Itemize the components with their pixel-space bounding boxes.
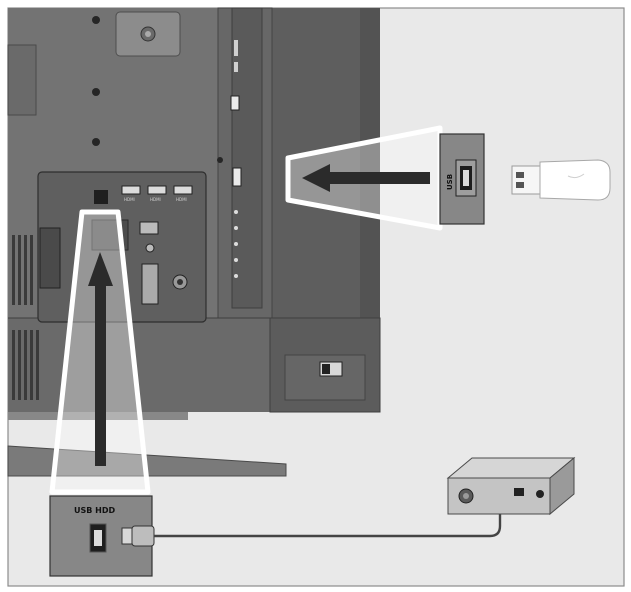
hdmi-label-3: HDMI: [176, 197, 187, 202]
hdmi-label-2: HDMI: [150, 197, 161, 202]
usb-side-inset: USB: [439, 133, 485, 225]
side-connectors: [230, 40, 242, 278]
external-hdd-icon: [446, 456, 576, 516]
usb-stick-icon: [511, 159, 611, 201]
arrow-left-icon: [302, 164, 430, 192]
usb-hdd-inset-label: USB HDD: [74, 506, 115, 515]
hdmi-label-1: HDMI: [124, 197, 135, 202]
hdmi-ports: HDMI HDMI HDMI: [121, 185, 193, 202]
vent-slots: [12, 235, 39, 400]
arrow-up-icon: [88, 252, 113, 466]
usb-side-label: USB: [446, 174, 454, 190]
